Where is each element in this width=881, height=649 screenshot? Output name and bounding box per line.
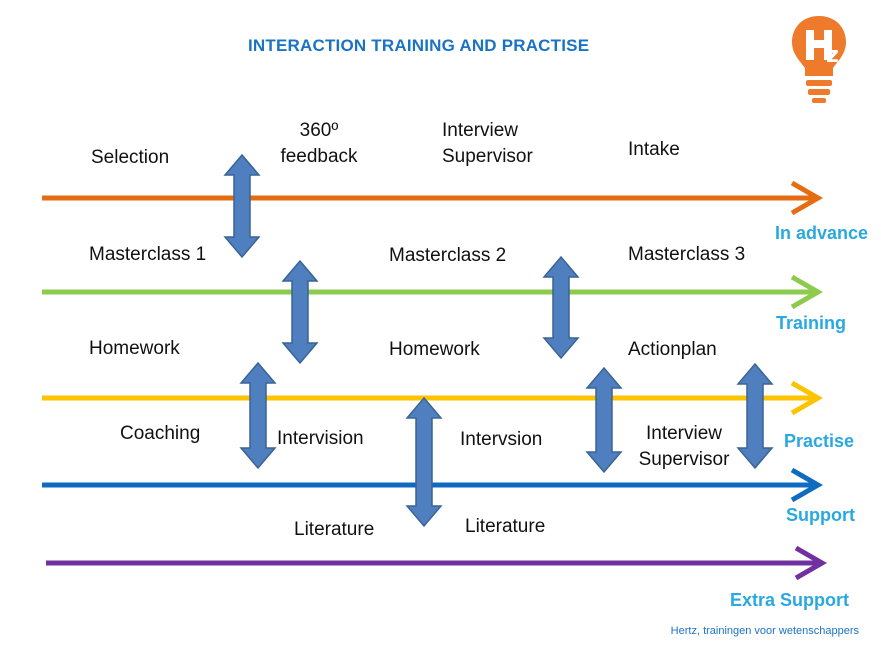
lane-label-training: Training bbox=[776, 313, 847, 333]
logo-z: z bbox=[826, 43, 839, 68]
label-homework-2: Homework bbox=[389, 339, 480, 360]
lane-label-extra-support: Extra Support bbox=[730, 590, 850, 610]
label-interview-supervisor-top: Interview Supervisor bbox=[442, 118, 533, 170]
label-interview-supervisor-top-line2: Supervisor bbox=[442, 146, 533, 167]
label-interview-supervisor-top-line1: Interview bbox=[442, 120, 519, 141]
label-coaching: Coaching bbox=[120, 423, 201, 444]
double-arrow-connector-6 bbox=[585, 366, 623, 474]
label-selection: Selection bbox=[91, 147, 170, 168]
double-arrow-connector-3 bbox=[542, 255, 580, 360]
lane-label-practise: Practise bbox=[784, 431, 855, 451]
label-360-feedback: 360º feedback bbox=[276, 118, 362, 170]
double-arrow-connector-4 bbox=[239, 361, 277, 470]
double-arrow-connector-5 bbox=[405, 396, 443, 528]
lane-arrowhead-support bbox=[790, 467, 824, 503]
label-masterclass-1: Masterclass 1 bbox=[89, 244, 207, 265]
lane-arrowhead-practise bbox=[790, 380, 824, 416]
label-interview-supervisor-bottom-line2: Supervisor bbox=[638, 449, 730, 470]
label-intervision-2: Intervsion bbox=[460, 429, 543, 450]
label-actionplan: Actionplan bbox=[628, 339, 717, 360]
footer-credit: Hertz, trainingen voor wetenschappers bbox=[670, 625, 859, 637]
lane-label-support: Support bbox=[786, 505, 855, 525]
lane-label-in-advance: In advance bbox=[775, 223, 869, 243]
lane-arrowhead-in-advance bbox=[790, 180, 824, 216]
logo-base-1 bbox=[806, 80, 832, 86]
label-interview-supervisor-bottom: Interview Supervisor bbox=[630, 421, 738, 473]
logo-h-outline bbox=[806, 30, 832, 60]
double-arrow-connector-2 bbox=[281, 259, 319, 365]
label-literature-1: Literature bbox=[294, 519, 375, 540]
label-literature-2: Literature bbox=[465, 516, 546, 537]
label-masterclass-2: Masterclass 2 bbox=[389, 245, 507, 266]
label-homework-1: Homework bbox=[89, 338, 180, 359]
label-intake: Intake bbox=[628, 139, 680, 160]
double-arrow-connector-1 bbox=[223, 153, 261, 259]
label-interview-supervisor-bottom-line1: Interview bbox=[645, 423, 723, 444]
logo-base-3 bbox=[812, 98, 826, 103]
label-intervision-1: Intervision bbox=[277, 428, 364, 449]
lane-arrowhead-training bbox=[790, 274, 824, 310]
logo-base-2 bbox=[808, 89, 830, 95]
diagram-title: INTERACTION TRAINING AND PRACTISE bbox=[248, 36, 590, 55]
label-360-feedback-line2: feedback bbox=[280, 146, 358, 167]
double-arrow-connector-7 bbox=[736, 362, 774, 470]
label-360-feedback-line1: 360º bbox=[299, 120, 339, 141]
lane-arrowhead-extra-support bbox=[794, 545, 828, 581]
lightbulb-logo-icon: z bbox=[792, 16, 846, 103]
label-masterclass-3: Masterclass 3 bbox=[628, 244, 746, 265]
